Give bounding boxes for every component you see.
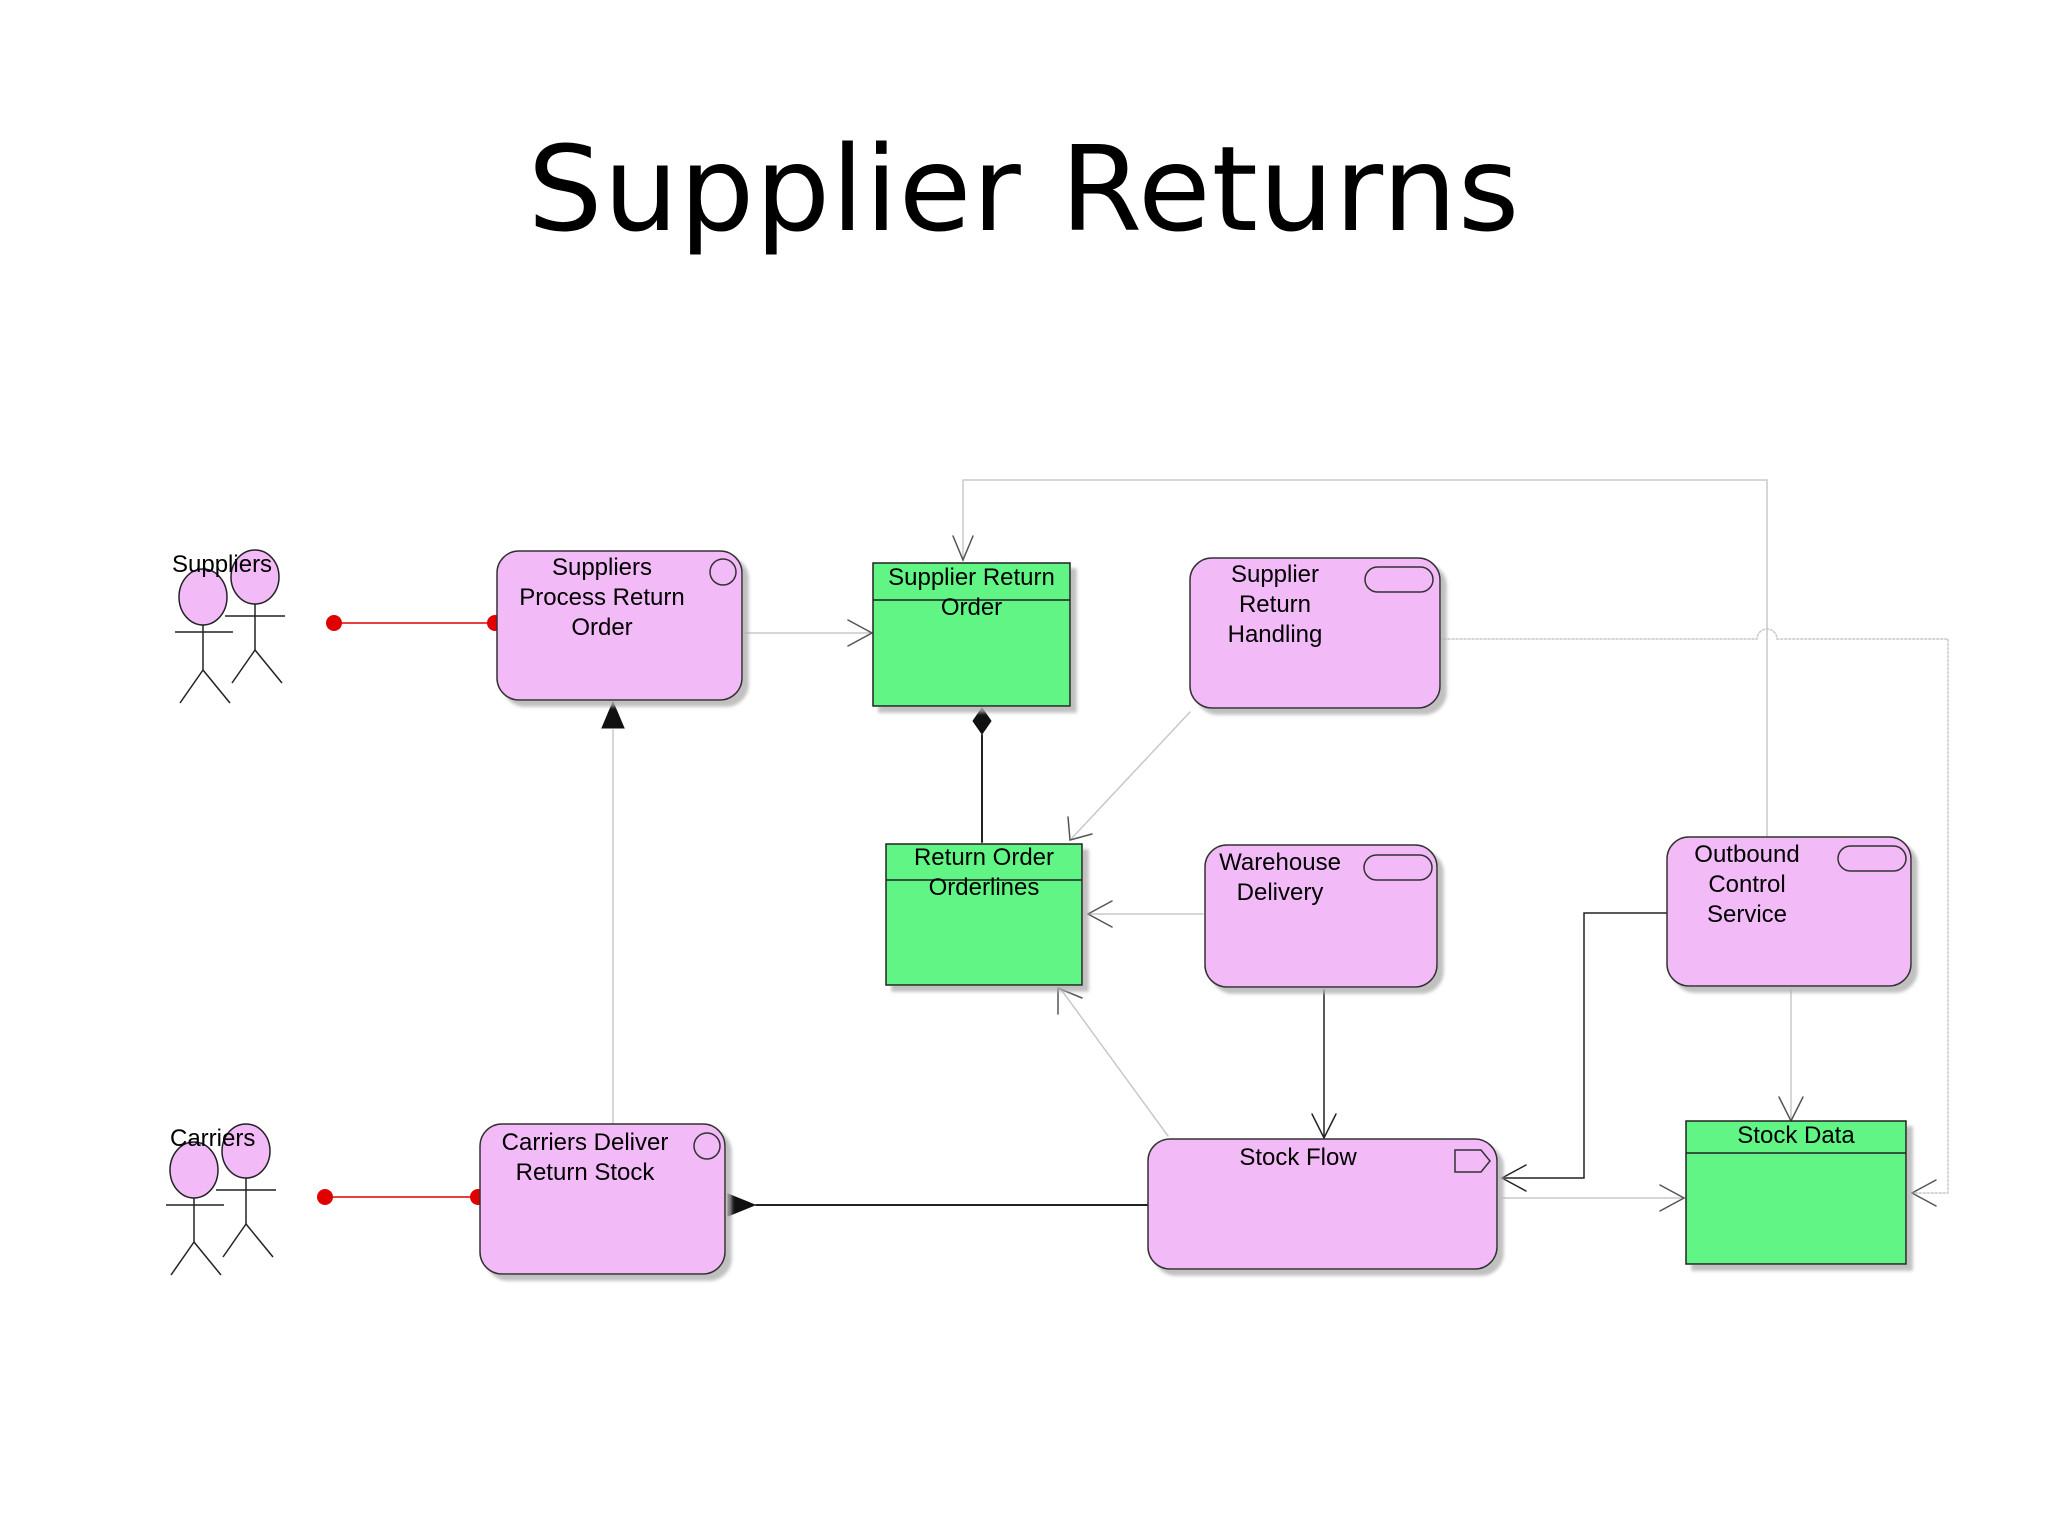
stock-data-label: Stock Data bbox=[1737, 1122, 1855, 1149]
event-icon bbox=[1454, 1149, 1491, 1173]
function-icon bbox=[709, 558, 737, 586]
carriers-deliver-label: Carriers Deliver Return Stock bbox=[501, 1129, 669, 1186]
outbound-control-label: Outbound Control Service bbox=[1694, 841, 1800, 928]
actor-carriers-label: Carriers bbox=[170, 1125, 256, 1152]
actor-carriers-icon bbox=[166, 1123, 276, 1276]
service-icon bbox=[1363, 854, 1433, 881]
service-icon bbox=[1837, 845, 1907, 872]
suppliers-process-label: Suppliers Process Return Order bbox=[519, 554, 685, 641]
function-icon bbox=[693, 1132, 721, 1160]
stock-data-box bbox=[1685, 1120, 1907, 1265]
stock-flow-box bbox=[1147, 1138, 1498, 1270]
actor-suppliers-icon bbox=[175, 549, 285, 704]
supplier-return-handling-box bbox=[1189, 557, 1441, 709]
link-flow-to-orderlines bbox=[1059, 987, 1169, 1137]
return-order-orderlines-box bbox=[885, 843, 1083, 986]
link-handling-to-stock-data bbox=[1439, 628, 1949, 1194]
supplier-return-order-label: Supplier Return Order bbox=[888, 564, 1055, 621]
suppliers-process-box bbox=[496, 550, 743, 701]
supplier-return-order-box bbox=[872, 562, 1071, 707]
link-outbound-to-flow bbox=[1501, 912, 1668, 1179]
warehouse-delivery-label: Warehouse Delivery bbox=[1219, 849, 1341, 906]
link-handling-to-orderlines bbox=[1071, 711, 1191, 839]
link-outbound-to-return-order bbox=[962, 479, 1768, 837]
outbound-control-box bbox=[1666, 836, 1912, 987]
supplier-return-handling-label: Supplier Return Handling bbox=[1227, 561, 1323, 648]
carriers-deliver-box bbox=[479, 1123, 726, 1275]
page-title: Supplier Returns bbox=[527, 120, 1521, 258]
stock-flow-label: Stock Flow bbox=[1239, 1144, 1357, 1171]
service-icon bbox=[1364, 566, 1434, 593]
return-order-orderlines-label: Return Order Orderlines bbox=[913, 844, 1055, 901]
actor-suppliers-label: Suppliers bbox=[172, 551, 273, 578]
